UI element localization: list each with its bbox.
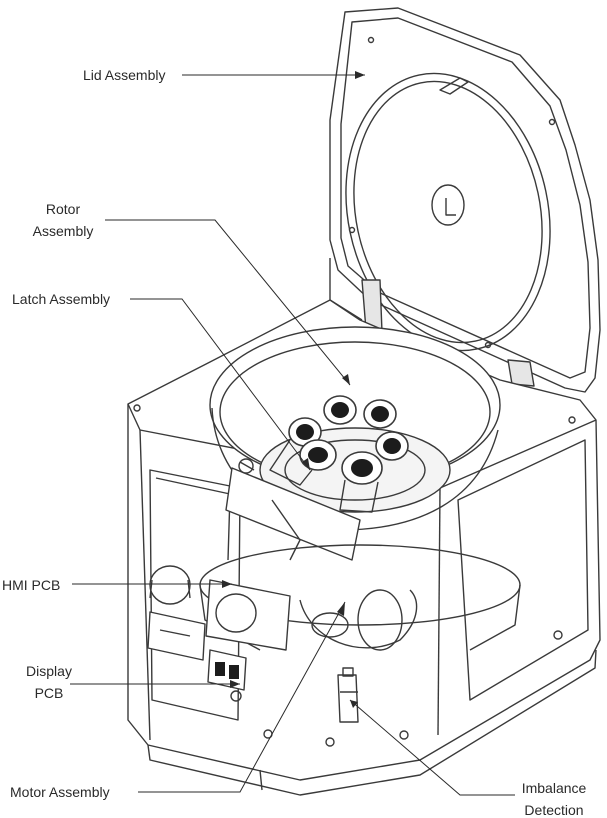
rotor-label-line1: Rotor — [45, 201, 81, 217]
display-label-line2: PCB — [34, 685, 64, 701]
rotor-assembly-label: Rotor Assembly — [18, 198, 108, 242]
imbalance-drawing — [337, 667, 359, 723]
lid-drawing — [329, 7, 601, 393]
motor-assembly-label: Motor Assembly — [10, 784, 110, 800]
latch-leader — [130, 298, 311, 471]
rotor-drawing — [209, 326, 501, 531]
hmi-pcb-label: HMI PCB — [2, 577, 61, 593]
leader-arrowheads — [222, 71, 365, 708]
latch-drawing — [225, 458, 361, 561]
imbalance-detection-label: Imbalance Detection — [508, 777, 600, 818]
latch-assembly-label: Latch Assembly — [12, 291, 111, 307]
lid-assembly-label: Lid Assembly — [83, 67, 166, 83]
rotor-leader — [105, 219, 351, 386]
motor-leader — [138, 601, 346, 793]
imbalance-label-line1: Imbalance — [521, 780, 587, 796]
leader-lines — [70, 74, 515, 796]
display-label-line1: Display — [26, 663, 72, 679]
display-pcb-label: Display PCB — [10, 660, 88, 704]
imbalance-leader — [349, 699, 515, 796]
rotor-label-line2: Assembly — [32, 223, 94, 239]
imbalance-label-line2: Detection — [524, 802, 584, 818]
hmi-drawing — [147, 565, 291, 702]
